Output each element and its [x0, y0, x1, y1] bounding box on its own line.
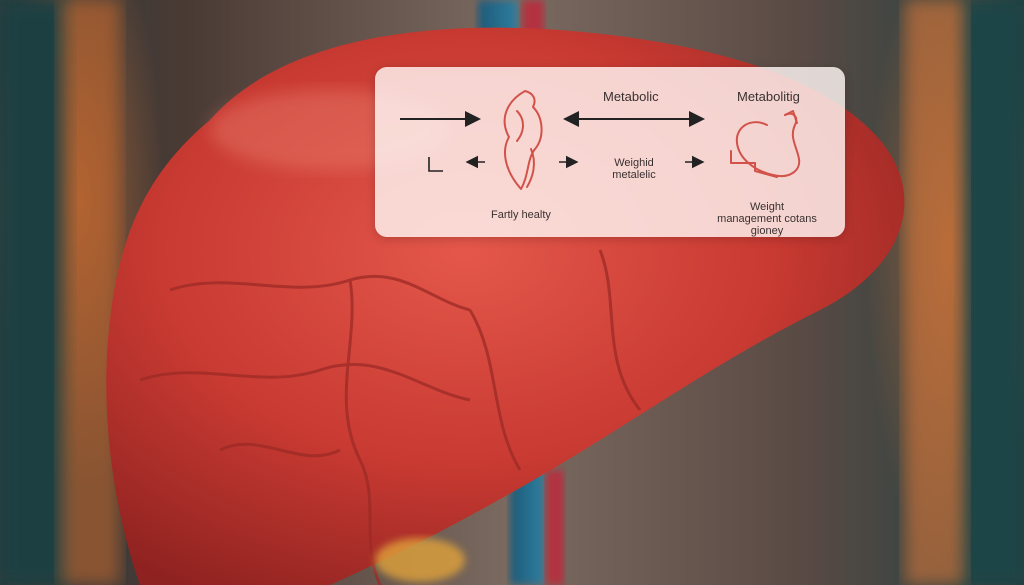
- corner-arrow: [428, 157, 443, 172]
- bg-glow-right: [905, 0, 965, 585]
- gallbladder-hint: [375, 538, 465, 582]
- info-panel: Metabolic Metabolitig Fartly healty Weig…: [375, 67, 845, 237]
- bg-glow-left: [60, 0, 120, 585]
- title-metabolic: Metabolic: [603, 89, 659, 104]
- caption-right: Weight management cotans gioney: [717, 201, 817, 237]
- panel-diagram: [400, 90, 801, 190]
- liver-outline-icon: [503, 90, 543, 190]
- stomach-outline-icon: [730, 110, 801, 178]
- title-metabolitig: Metabolitig: [737, 89, 800, 104]
- liver-fissures: [139, 249, 642, 585]
- caption-middle: Weighid metalelic: [612, 157, 656, 181]
- bg-column-left: [0, 0, 70, 585]
- caption-left: Fartly healty: [491, 209, 551, 221]
- bg-column-right: [960, 0, 1024, 585]
- vessel-red-bottom: [546, 470, 564, 585]
